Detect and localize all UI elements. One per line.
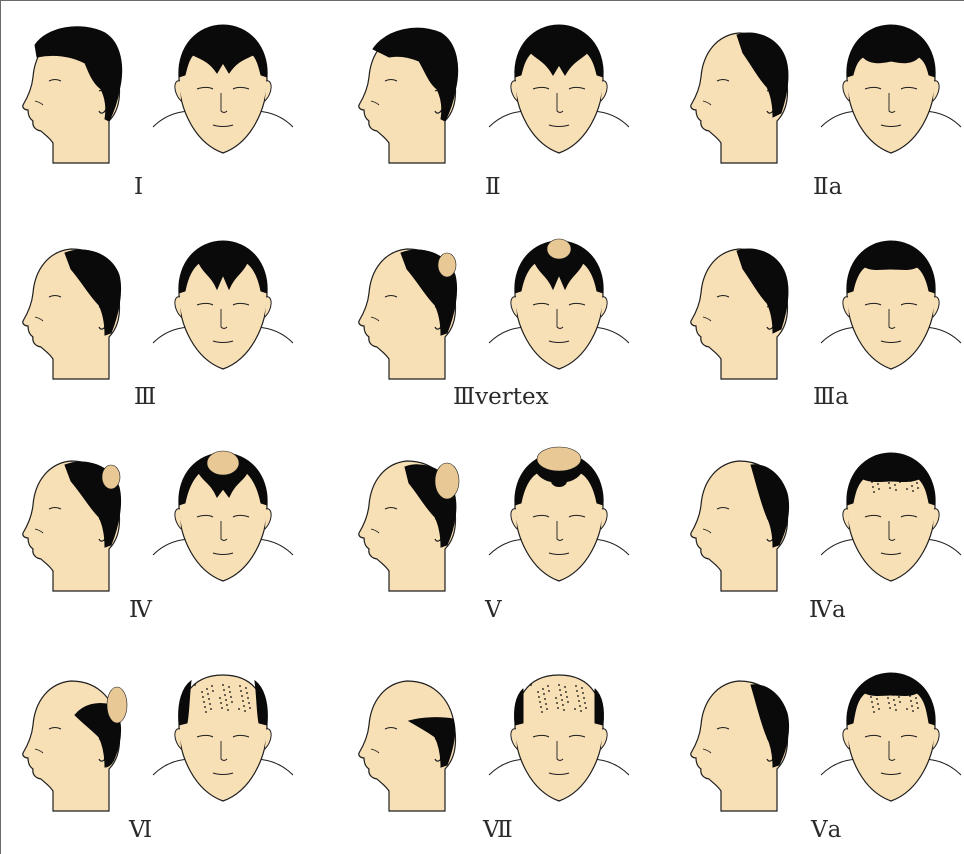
stage-3-vertex-label: Ⅲvertex <box>453 386 549 409</box>
stage-2a-label: Ⅱa <box>813 176 842 199</box>
stage-2-label: Ⅱ <box>485 176 501 199</box>
side-profile-head <box>691 681 789 811</box>
side-profile-head <box>359 461 459 591</box>
front-view-head <box>489 239 629 369</box>
stage-4a-label: Ⅳa <box>809 599 846 622</box>
front-view-head <box>489 447 629 581</box>
side-profile-head <box>359 249 457 379</box>
stage-5-label: Ⅴ <box>485 599 502 622</box>
stage-4a-illustration <box>681 441 964 601</box>
stage-1-illustration <box>13 13 313 173</box>
stage-6-label: Ⅵ <box>129 819 152 842</box>
stage-5a-illustration <box>681 661 964 821</box>
stage-5a-label: Ⅴa <box>811 819 841 842</box>
front-view-head <box>821 673 961 801</box>
front-view-head <box>821 241 961 369</box>
side-profile-head <box>691 33 788 163</box>
front-view-head <box>153 25 293 153</box>
stage-6-illustration <box>13 661 313 821</box>
front-view-head <box>821 25 961 153</box>
side-profile-head <box>691 249 788 379</box>
front-view-head <box>153 241 293 369</box>
side-profile-head <box>23 27 122 163</box>
stage-1-label: Ⅰ <box>134 176 143 199</box>
stage-3a-illustration <box>681 229 964 389</box>
stage-3-vertex-illustration <box>349 229 649 389</box>
side-profile-head <box>359 681 456 811</box>
stage-3-label: Ⅲ <box>134 386 156 409</box>
front-view-head <box>489 25 629 153</box>
side-profile-head <box>691 461 789 591</box>
front-view-head <box>153 675 293 801</box>
side-profile-head <box>23 681 127 811</box>
stage-4-label: Ⅳ <box>129 599 152 622</box>
front-view-head <box>489 675 629 801</box>
stage-3a-label: Ⅲa <box>813 386 849 409</box>
stage-7-label: Ⅶ <box>483 819 513 842</box>
stage-3-illustration <box>13 229 313 389</box>
front-view-head <box>153 451 293 581</box>
side-profile-head <box>359 28 458 163</box>
side-profile-head <box>23 249 121 379</box>
stage-5-illustration <box>349 441 649 601</box>
side-profile-head <box>23 461 121 591</box>
front-view-head <box>821 453 961 581</box>
stage-2a-illustration <box>681 13 964 173</box>
stage-4-illustration <box>13 441 313 601</box>
stage-2-illustration <box>349 13 649 173</box>
stage-7-illustration <box>349 661 649 821</box>
